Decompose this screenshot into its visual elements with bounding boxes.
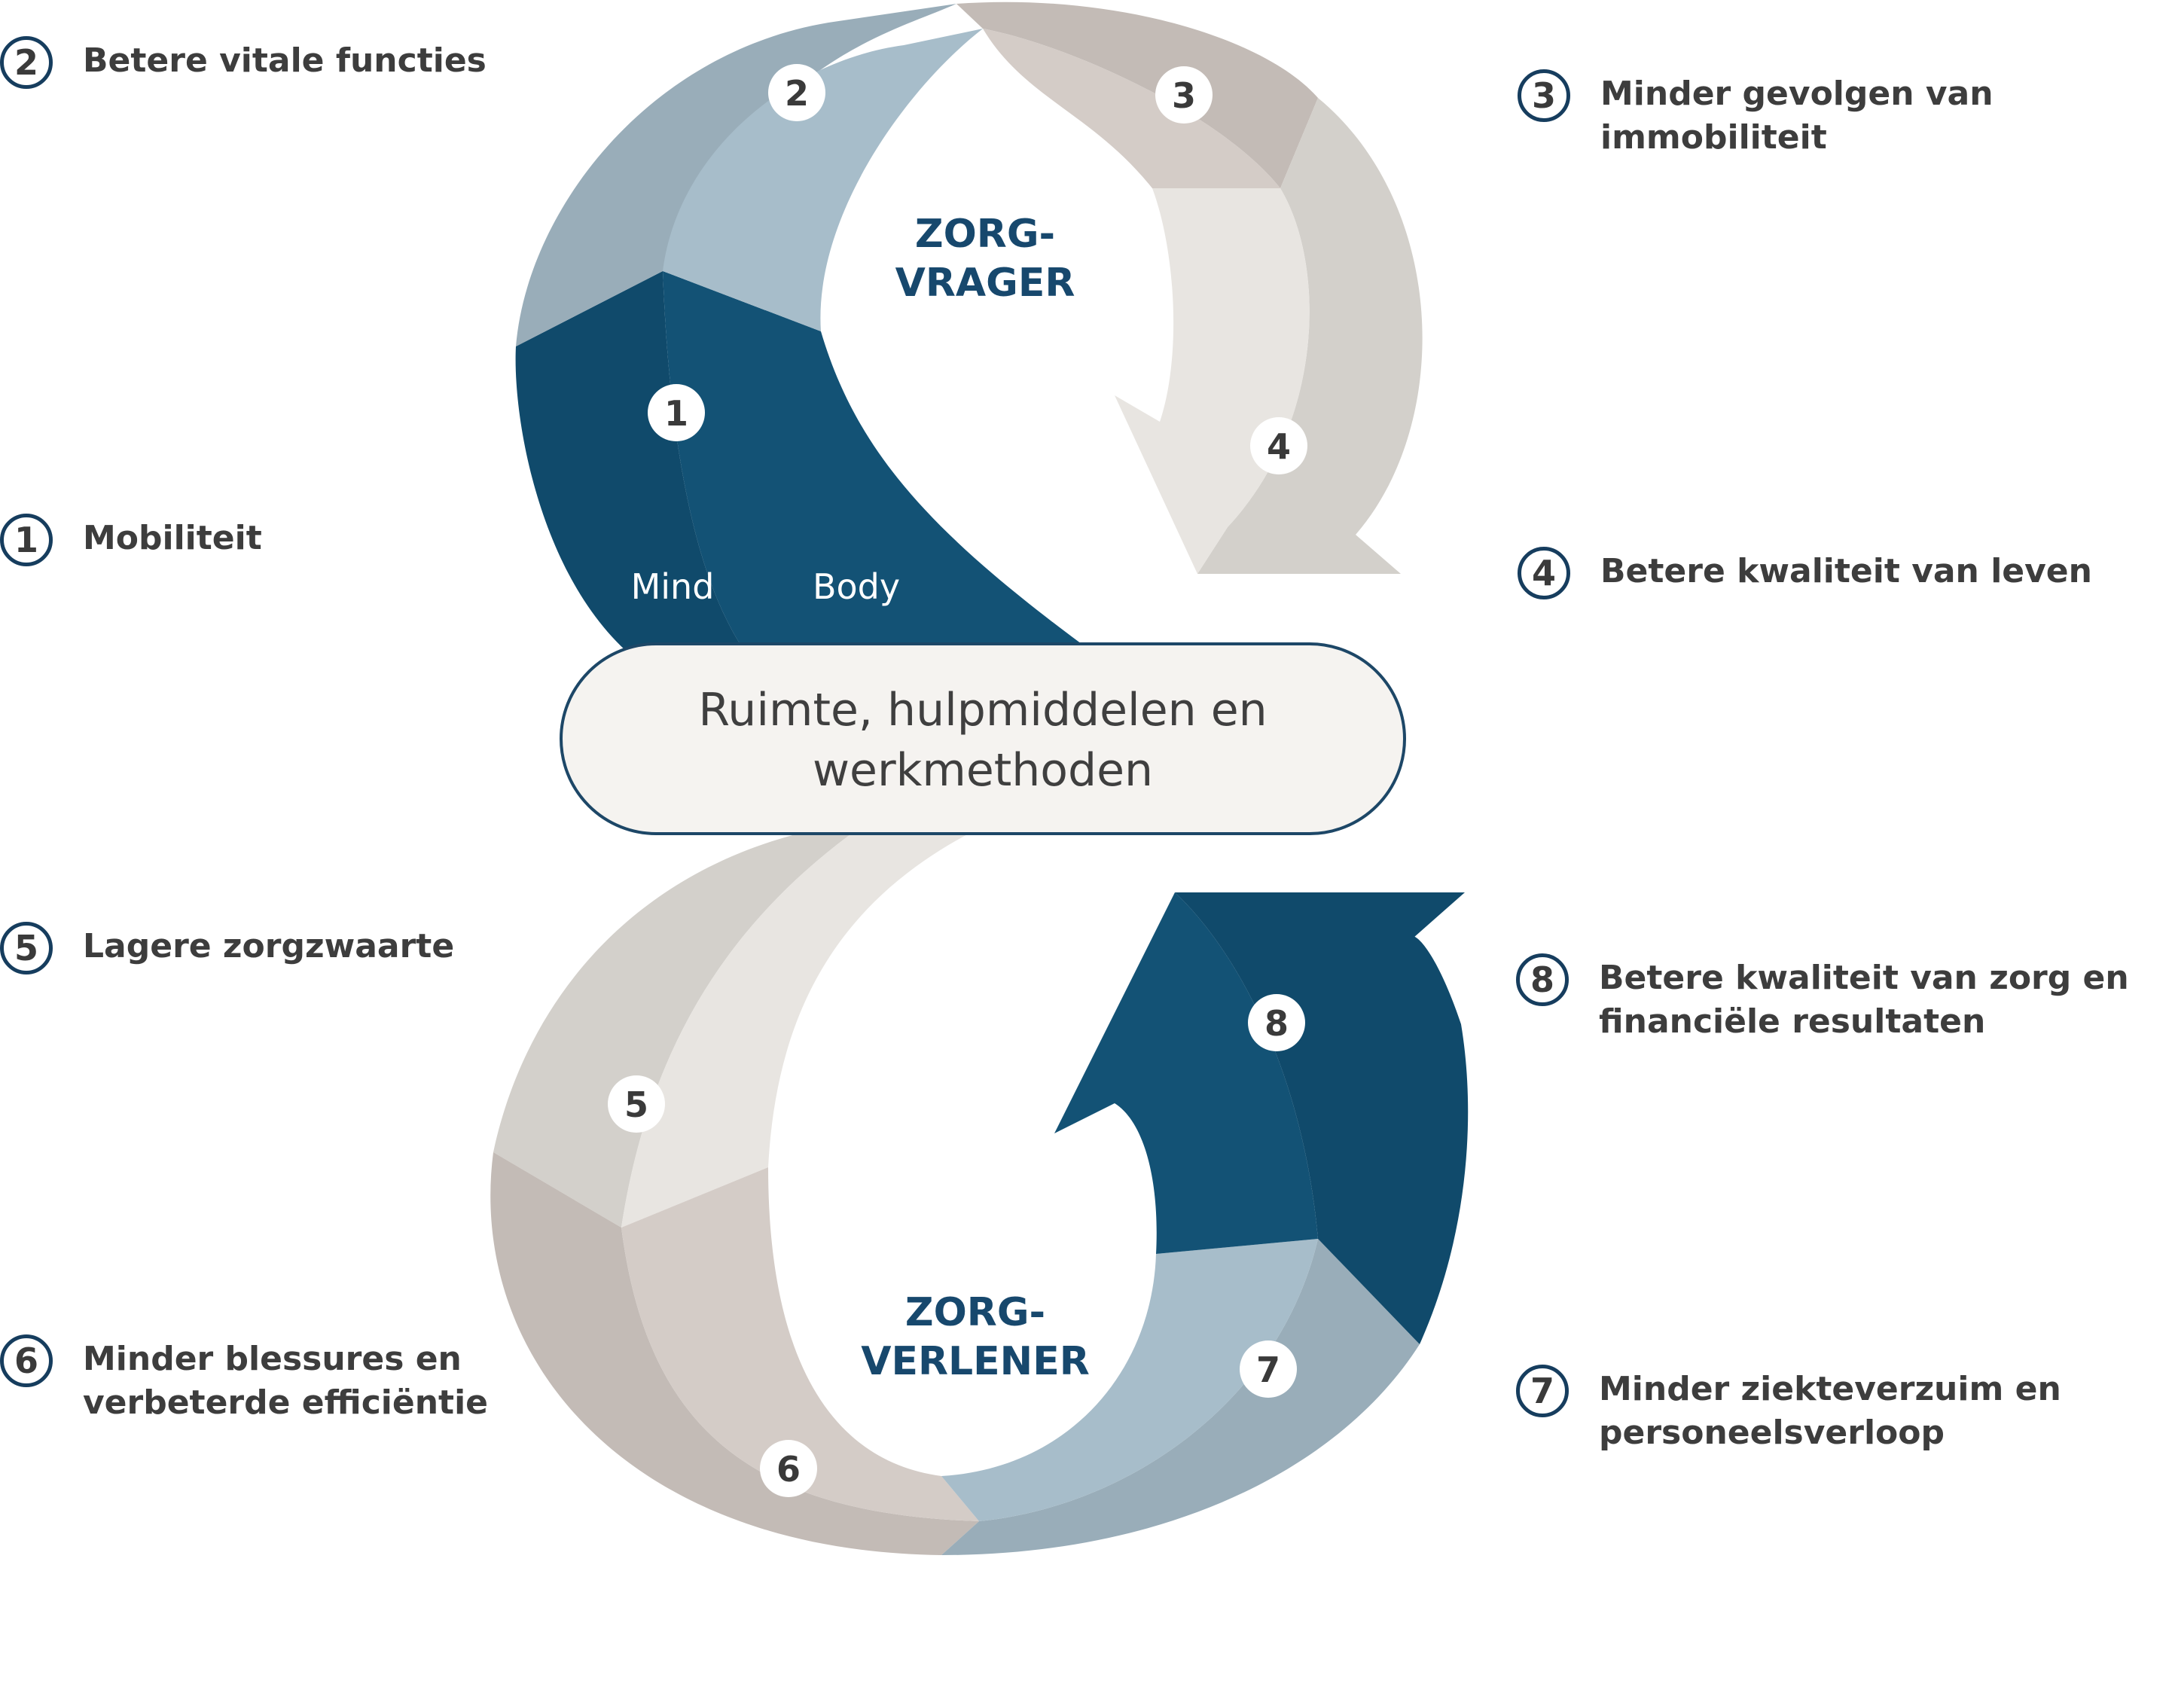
badge-5: 5 xyxy=(608,1075,665,1133)
segment-2-inner xyxy=(663,29,983,331)
legend-item-5: 5 Lagere zorgzwaarte xyxy=(0,922,454,974)
lower-loop xyxy=(490,828,1469,1555)
badge-7-label: 7 xyxy=(1256,1350,1280,1390)
badge-7: 7 xyxy=(1240,1340,1297,1398)
legend-text-4-line-1: Betere kwaliteit van leven xyxy=(1600,552,2092,590)
legend-text-1-line-1: Mobiliteit xyxy=(83,519,262,557)
bottom-heading-line-2: VERLENER xyxy=(861,1339,1090,1384)
segment-5-inner xyxy=(621,828,979,1228)
badge-8: 8 xyxy=(1248,994,1305,1051)
segment-7-outer xyxy=(941,1239,1420,1555)
center-label-line-1: Ruimte, hulpmiddelen en xyxy=(698,684,1267,737)
bottom-heading-line-1: ZORG- xyxy=(905,1290,1045,1335)
badge-1-label: 1 xyxy=(664,393,688,434)
legend-number-1: 1 xyxy=(0,514,53,566)
segment-7-inner xyxy=(941,1239,1318,1521)
legend-item-2: 2 Betere vitale functies xyxy=(0,36,487,89)
legend-text-2: Betere vitale functies xyxy=(83,36,487,83)
legend-text-6-line-1: Minder blessures en xyxy=(83,1340,462,1378)
segment-8-inner xyxy=(1054,892,1318,1254)
badge-2: 2 xyxy=(768,64,825,121)
legend-text-8-line-2: financiële resultaten xyxy=(1599,1002,1986,1041)
badge-3: 3 xyxy=(1155,66,1213,124)
legend-item-7: 7 Minder ziekteverzuim en personeelsverl… xyxy=(1516,1365,2061,1455)
segment-3-inner xyxy=(983,29,1280,188)
center-label-line-2: werkmethoden xyxy=(813,744,1153,797)
legend-item-6: 6 Minder blessures en verbeterde efficië… xyxy=(0,1334,488,1425)
legend-text-2-line-1: Betere vitale functies xyxy=(83,41,487,80)
legend-text-3-line-2: immobiliteit xyxy=(1600,118,1827,157)
segment-3-outer xyxy=(956,2,1318,189)
legend-number-5: 5 xyxy=(0,922,53,974)
legend-text-8-line-1: Betere kwaliteit van zorg en xyxy=(1599,959,2129,997)
legend-text-5: Lagere zorgzwaarte xyxy=(83,922,454,968)
segment-1-inner xyxy=(663,271,1107,663)
badge-5-label: 5 xyxy=(624,1084,648,1125)
upper-loop xyxy=(515,2,1423,663)
legend-text-5-line-1: Lagere zorgzwaarte xyxy=(83,927,455,965)
segment-6-outer xyxy=(490,1152,979,1555)
legend-text-6: Minder blessures en verbeterde efficiënt… xyxy=(83,1334,488,1425)
legend-text-4: Betere kwaliteit van leven xyxy=(1600,547,2092,593)
legend-number-6: 6 xyxy=(0,1334,53,1387)
legend-text-7: Minder ziekteverzuim en personeelsverloo… xyxy=(1599,1365,2061,1455)
segment-5-outer xyxy=(493,828,859,1228)
legend-text-7-line-2: personeelsverloop xyxy=(1599,1414,1945,1452)
legend-item-8: 8 Betere kwaliteit van zorg en financiël… xyxy=(1516,953,2129,1044)
badge-6-label: 6 xyxy=(776,1449,801,1490)
legend-item-1: 1 Mobiliteit xyxy=(0,514,262,566)
badge-2-label: 2 xyxy=(785,73,809,114)
legend-number-4: 4 xyxy=(1518,547,1570,599)
legend-item-3: 3 Minder gevolgen van immobiliteit xyxy=(1518,69,1994,160)
body-label: Body xyxy=(813,566,900,607)
legend-item-4: 4 Betere kwaliteit van leven xyxy=(1518,547,2092,599)
segment-8-outer xyxy=(1175,892,1469,1344)
badge-4-label: 4 xyxy=(1267,426,1291,467)
center-pill xyxy=(560,642,1406,835)
badge-8-label: 8 xyxy=(1264,1003,1289,1044)
legend-text-1: Mobiliteit xyxy=(83,514,262,560)
segment-6-inner xyxy=(621,1167,979,1521)
badge-6: 6 xyxy=(760,1440,817,1497)
badge-3-label: 3 xyxy=(1172,75,1196,116)
legend-number-8: 8 xyxy=(1516,953,1569,1006)
legend-text-8: Betere kwaliteit van zorg en financiële … xyxy=(1599,953,2129,1044)
badge-1: 1 xyxy=(648,384,705,441)
segment-4-outer xyxy=(1197,98,1423,574)
legend-number-3: 3 xyxy=(1518,69,1570,122)
legend-text-3: Minder gevolgen van immobiliteit xyxy=(1600,69,1994,160)
legend-text-7-line-1: Minder ziekteverzuim en xyxy=(1599,1370,2061,1408)
legend-text-3-line-1: Minder gevolgen van xyxy=(1600,75,1994,113)
badge-4: 4 xyxy=(1250,417,1307,474)
legend-number-7: 7 xyxy=(1516,1365,1569,1417)
segment-1-outer xyxy=(515,271,753,663)
top-heading-line-1: ZORG- xyxy=(915,212,1055,257)
legend-text-6-line-2: verbeterde efficiëntie xyxy=(83,1383,488,1422)
segment-4-inner xyxy=(1115,188,1310,574)
mind-label: Mind xyxy=(631,566,715,607)
legend-number-2: 2 xyxy=(0,36,53,89)
segment-2-outer xyxy=(516,4,956,346)
top-heading-line-2: VRAGER xyxy=(895,261,1075,306)
